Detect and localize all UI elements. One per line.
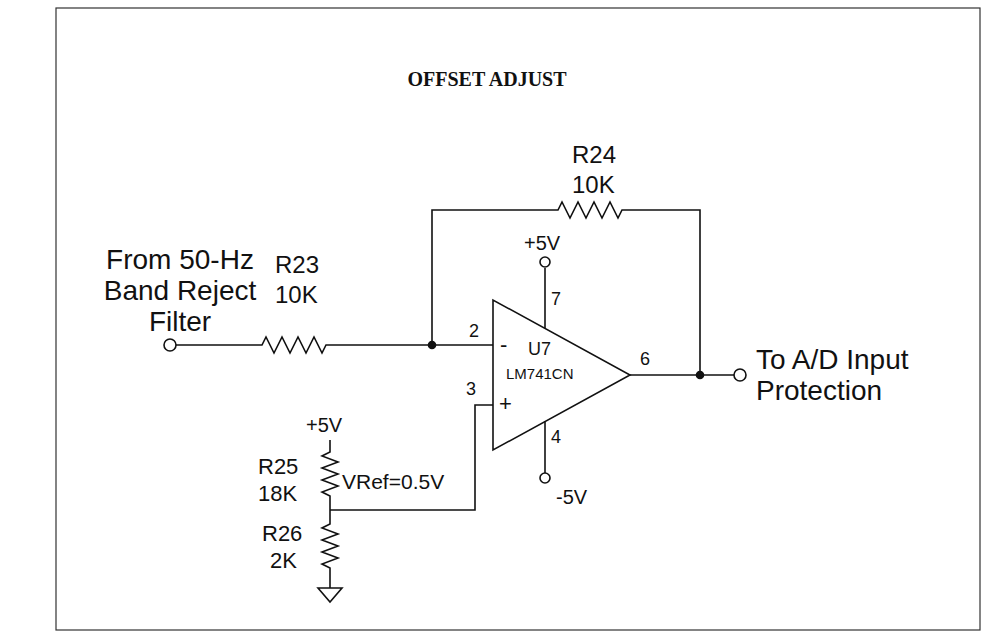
resistor-symbol [322,440,338,510]
output-terminal [734,369,746,381]
part-name: R26 [262,522,302,546]
part-name: R25 [258,455,298,479]
power-pin-wire [544,421,546,473]
pin-number: 3 [466,380,476,400]
supply-label: +5V [306,414,342,436]
input-terminal [164,339,176,351]
part-value: 18K [258,482,297,506]
resistor-symbol [176,337,493,353]
part-name: U7 [528,340,551,360]
junction-dot [697,372,704,379]
diagram-title: OFFSET ADJUST [0,68,980,90]
opamp-symbol [493,300,630,450]
part-number: LM741CN [506,366,574,383]
pin-number: 6 [640,350,650,370]
output-wire [630,374,734,376]
part-name: R24 [572,142,616,168]
power-pin-wire [544,268,546,328]
pin-number: 7 [551,290,561,310]
ground-symbol [318,588,342,602]
supply-label: -5V [556,486,587,508]
reference-voltage: VRef=0.5V [342,470,444,493]
pin-number: 2 [469,322,479,342]
part-value: 10K [572,172,615,198]
part-value: 2K [270,549,297,573]
signal-destination: To A/D Input Protection [756,345,966,407]
part-value: 10K [275,282,318,308]
power-terminal [540,473,550,483]
pin-sign: - [500,333,507,357]
frame [56,8,980,630]
reference-wire [330,405,493,510]
pin-sign: + [499,392,512,416]
part-name: R23 [275,252,319,278]
power-terminal [540,257,550,267]
supply-label: +5V [524,232,560,254]
pin-number: 4 [551,428,561,448]
signal-source: From 50-Hz Band Reject Filter [70,245,290,337]
resistor-symbol [322,510,338,588]
